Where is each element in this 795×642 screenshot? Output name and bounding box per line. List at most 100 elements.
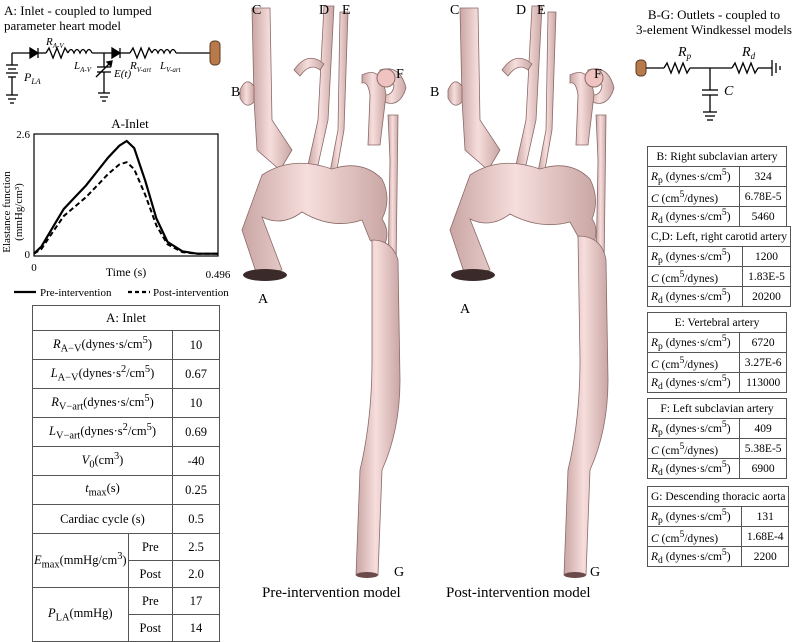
outlet-table-title: F: Left subclavian artery [647, 398, 787, 419]
inlet-table-header: A: Inlet [32, 305, 220, 331]
rp-label: Rp (dynes·s/cm5) [646, 331, 741, 354]
c-label: C (cm5/dynes) [646, 438, 741, 460]
pre-label-f: F [396, 67, 404, 82]
pre-outlet-cap [356, 572, 378, 578]
legend-post-label: Post-intervention [153, 287, 229, 299]
rd-value: 113000 [739, 372, 787, 394]
pre-label-c: C [252, 3, 262, 18]
post-label-f: F [594, 67, 602, 82]
inlet-table-row: RV−art(dynes·s/cm5)10 [32, 388, 220, 418]
c-label: C (cm5/dynes) [647, 526, 742, 548]
inlet-table-row: LA−V(dynes·s2/cm5)0.67 [32, 359, 220, 389]
svg-text:C: C [724, 84, 734, 99]
rp-label: Rp (dynes·s/cm5) [646, 165, 741, 188]
inlet-table-row: RA−V(dynes·s/cm5)10 [32, 330, 220, 360]
inlet-connector-icon [209, 40, 221, 66]
svg-text:LV-art: LV-art [159, 60, 182, 74]
inlet-table-row: V0(cm3)-40 [32, 446, 220, 476]
inlet-param-label: RA−V(dynes·s/cm5) [32, 330, 173, 360]
c-label: C (cm5/dynes) [646, 186, 741, 208]
inlet-param-value: -40 [172, 446, 220, 476]
post-label-a: A [460, 302, 471, 317]
post-inlet-cap [451, 269, 495, 281]
post-outlet-f-cap [584, 68, 604, 88]
legend-pre-label: Pre-intervention [40, 287, 112, 299]
inlet-table-row: LV−art(dynes·s2/cm5)0.69 [32, 417, 220, 447]
rd-value: 6900 [739, 458, 787, 480]
rd-value: 2200 [740, 546, 790, 568]
c-label: C (cm5/dynes) [646, 266, 744, 288]
pre-label-e: E [342, 3, 351, 18]
outlet-table-title: G: Descending thoracic aorta [646, 486, 790, 507]
rd-label: Rd (dynes·s/cm5) [646, 458, 741, 480]
c-value: 1.83E-5 [742, 266, 792, 288]
rp-label: Rp (dynes·s/cm5) [646, 245, 744, 268]
x-tick-max: 0.496 [206, 269, 231, 281]
outlet-connector-icon [635, 59, 647, 77]
inlet-circuit: PLA RA-V LA-V E(t) RV-art LV-art [6, 36, 221, 104]
post-label-d: D [516, 3, 527, 18]
post-label-b: B [430, 85, 440, 100]
emax-pre-label: Pre [127, 533, 174, 561]
inlet-param-label: Cardiac cycle (s) [32, 504, 173, 534]
pla-post-value: 14 [172, 614, 220, 642]
inlet-param-value: 0.67 [172, 359, 220, 389]
pre-intervention-model [239, 5, 407, 578]
post-label-c: C [450, 3, 460, 18]
pre-label-b: B [231, 85, 241, 100]
rd-label: Rd (dynes·s/cm5) [647, 546, 742, 568]
inlet-param-label: tmax(s) [32, 475, 173, 505]
pla-post-label: Post [127, 614, 174, 642]
outlet-table-title: B: Right subclavian artery [647, 146, 787, 167]
pre-model-caption: Pre-intervention model [262, 585, 401, 601]
post-intervention-model [447, 5, 615, 578]
c-value: 5.38E-5 [739, 438, 787, 460]
c-value: 3.27E-6 [739, 352, 787, 374]
inlet-table-row: Cardiac cycle (s)0.5 [32, 504, 220, 534]
rp-value: 6720 [739, 331, 787, 354]
post-label-g: G [590, 565, 601, 580]
svg-text:RV-art: RV-art [129, 60, 152, 74]
rd-value: 20200 [742, 286, 792, 308]
rd-label: Rd (dynes·s/cm5) [646, 372, 741, 394]
chart-frame [33, 133, 219, 257]
inlet-param-label: LV−art(dynes·s2/cm5) [32, 417, 173, 447]
pre-outlet-f-cap [376, 68, 396, 88]
rp-value: 131 [740, 505, 790, 528]
pre-label-a: A [258, 292, 269, 307]
chart-title: A-Inlet [111, 116, 149, 131]
pre-label-g: G [394, 565, 405, 580]
inlet-param-label: RV−art(dynes·s/cm5) [32, 388, 173, 418]
outlet-table-title: C,D: Left, right carotid artery [646, 226, 792, 247]
inlet-param-label: LA−V(dynes·s2/cm5) [32, 359, 173, 389]
inlet-param-value: 10 [172, 388, 220, 418]
rd-value: 5460 [739, 206, 787, 228]
pre-label-d: D [319, 3, 330, 18]
chart-ylabel-2: (mmHg/cm³) [13, 183, 25, 241]
y-tick-max: 2.6 [16, 129, 30, 141]
inlet-param-value: 10 [172, 330, 220, 360]
rd-label: Rd (dynes·s/cm5) [646, 286, 744, 308]
emax-post-label: Post [127, 560, 174, 588]
pla-pre-value: 17 [172, 587, 220, 615]
svg-text:LA-V: LA-V [73, 60, 92, 74]
y-tick-min: 0 [25, 249, 31, 261]
post-model-caption: Post-intervention model [446, 585, 591, 601]
svg-text:E(t): E(t) [113, 68, 131, 80]
rp-value: 324 [739, 165, 787, 188]
inlet-param-label: V0(cm3) [32, 446, 173, 476]
pla-label: PLA(mmHg) [32, 587, 129, 642]
svg-text:PLA: PLA [23, 70, 41, 86]
outlets-title: B-G: Outlets - coupled to 3-element Wind… [636, 7, 792, 37]
inlet-param-value: 0.25 [172, 475, 220, 505]
c-value: 1.68E-4 [740, 526, 790, 548]
pre-inlet-cap [243, 269, 287, 281]
series-pre-intervention-line [33, 139, 218, 255]
inlet-table-row: tmax(s)0.25 [32, 475, 220, 505]
post-label-e: E [537, 3, 546, 18]
